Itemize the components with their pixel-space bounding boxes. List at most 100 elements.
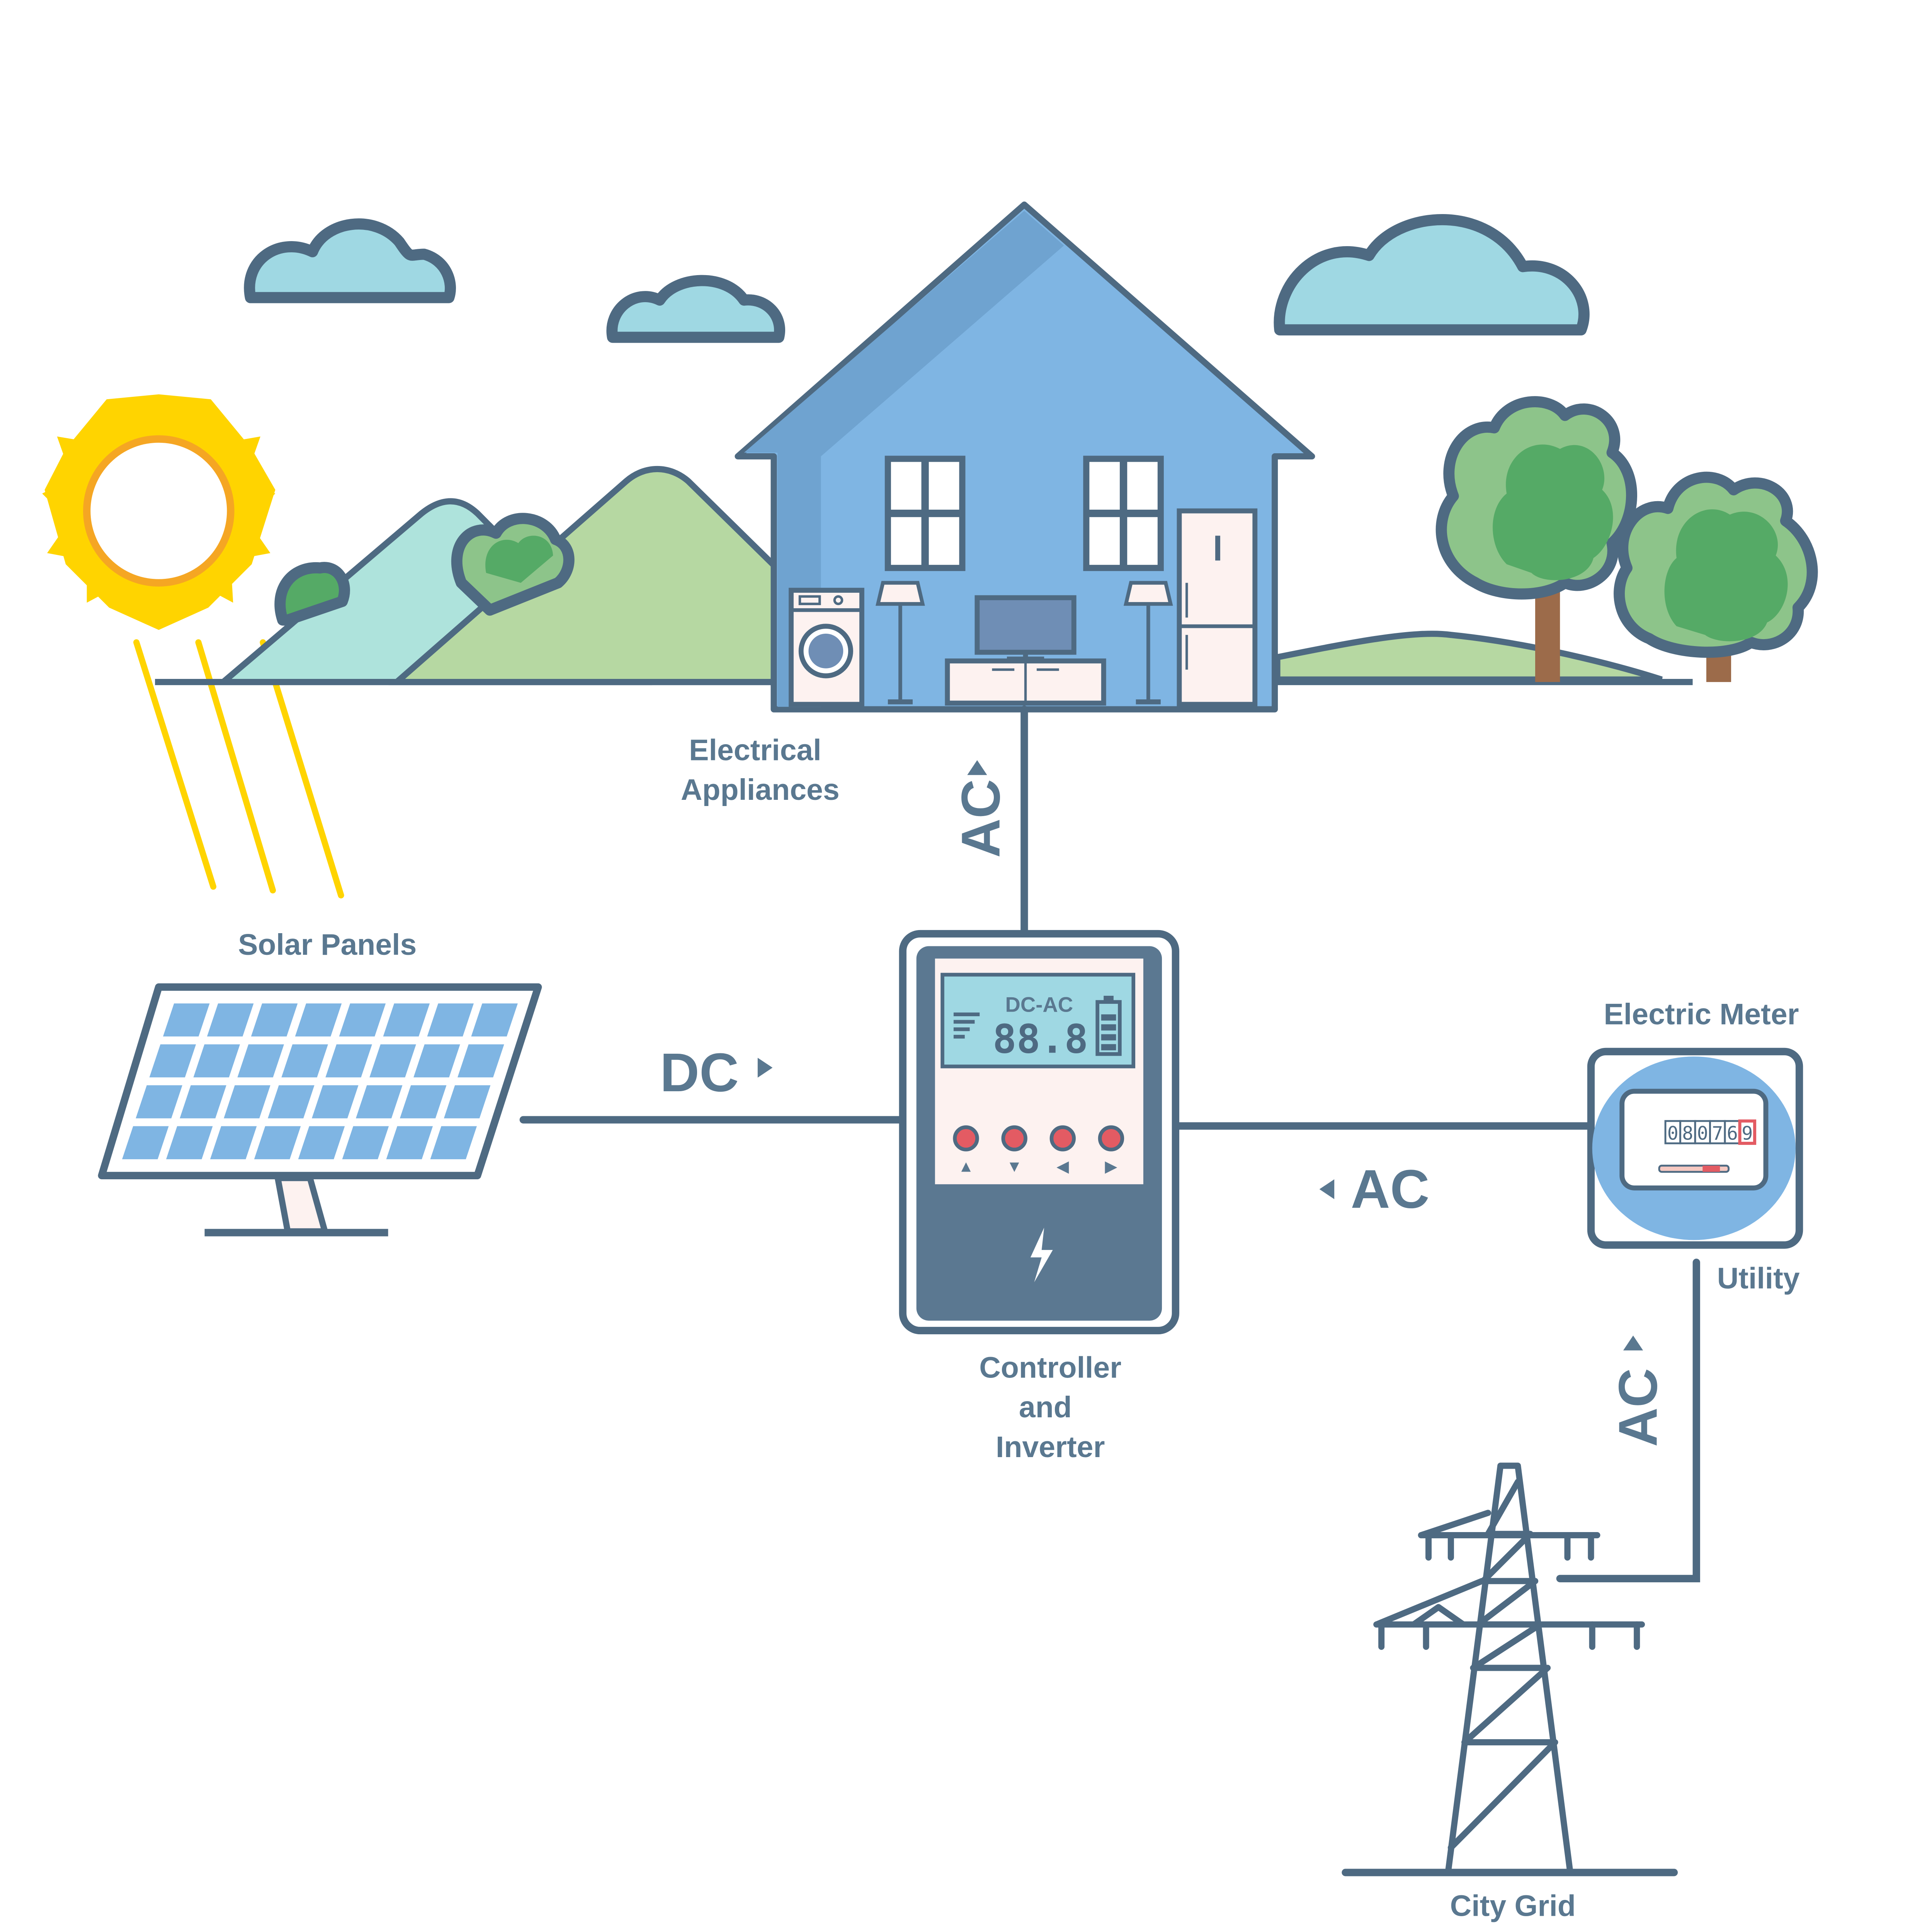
- solar-cell: [149, 1044, 196, 1078]
- battery-icon: [1095, 996, 1122, 1056]
- transmission-tower-icon: [1342, 1463, 1678, 1876]
- fridge-icon: [1177, 508, 1258, 707]
- solar-cell: [224, 1085, 270, 1119]
- solar-cell: [312, 1085, 359, 1119]
- meter-digit: 0: [1697, 1122, 1708, 1144]
- inverter-readout-text: 88.8: [993, 1017, 1088, 1063]
- arrow-up-icon: [1623, 1335, 1643, 1350]
- meter-digit-box: [1664, 1120, 1681, 1145]
- label-electrical-appliances-line1: Electrical: [689, 733, 821, 767]
- solar-cell: [237, 1044, 284, 1078]
- house-window-left: [884, 456, 966, 571]
- label-city-grid: City Grid: [1450, 1889, 1576, 1922]
- wire-meter-grid: [1556, 1259, 1700, 1582]
- sun-icon: [42, 394, 276, 630]
- meter-digit-box: [1738, 1119, 1757, 1145]
- svg-text:▼: ▼: [1007, 1157, 1022, 1175]
- label-solar-panels: Solar Panels: [238, 928, 417, 961]
- inverter-button-right[interactable]: ▶: [1098, 1125, 1124, 1175]
- cloud-middle: [606, 275, 785, 343]
- flow-dc: DC: [660, 1042, 773, 1103]
- solar-cell: [254, 1126, 301, 1160]
- solar-cell: [122, 1126, 169, 1160]
- solar-cell: [444, 1085, 491, 1119]
- solar-cell: [400, 1085, 447, 1119]
- bushes: [274, 513, 575, 626]
- solar-cell: [136, 1085, 182, 1119]
- flow-ac-meter: AC: [1319, 1158, 1430, 1219]
- solar-cell: [430, 1126, 477, 1160]
- solar-cell: [383, 1003, 430, 1037]
- flow-ac-grid: AC: [1607, 1368, 1668, 1447]
- meter-digit: 7: [1712, 1122, 1723, 1144]
- meter-digit: 0: [1667, 1122, 1679, 1144]
- solar-cell: [281, 1044, 328, 1078]
- flow-ac-grid-label: AC: [1607, 1368, 1668, 1447]
- solar-cell: [386, 1126, 433, 1160]
- meter-digit: 9: [1742, 1122, 1753, 1144]
- inverter: DC-AC 88.8 ▲: [899, 930, 1179, 1335]
- label-electric-meter: Electric Meter: [1604, 998, 1799, 1031]
- label-utility: Utility: [1717, 1262, 1800, 1295]
- arrow-right-icon: [757, 1058, 773, 1078]
- inverter-mode-text: DC-AC: [1005, 993, 1073, 1017]
- flow-ac-house: AC: [950, 779, 1011, 858]
- inverter-button-left[interactable]: ◀: [1049, 1125, 1076, 1175]
- arrow-left-icon: [1319, 1179, 1335, 1199]
- svg-text:▲: ▲: [958, 1157, 974, 1175]
- solar-cell: [251, 1003, 298, 1037]
- solar-cell: [298, 1126, 345, 1160]
- floor-lamp-left-icon: [876, 581, 925, 704]
- inverter-button-up[interactable]: ▲: [953, 1125, 979, 1175]
- meter-digit: 8: [1682, 1122, 1693, 1144]
- solar-cell: [193, 1044, 240, 1078]
- tv-stand-icon: [945, 658, 1106, 706]
- tree-left: [1435, 396, 1637, 682]
- label-controller-line3: Inverter: [996, 1430, 1105, 1464]
- house: [735, 201, 1315, 713]
- wires: [519, 706, 1700, 1582]
- flow-dc-label: DC: [660, 1042, 739, 1103]
- signal-bars-icon: [953, 1012, 980, 1039]
- solar-cell: [471, 1003, 518, 1037]
- solar-panel-cells: [122, 1003, 518, 1160]
- cloud-right: [1274, 214, 1590, 336]
- cloud-left: [244, 218, 456, 303]
- solar-cell: [166, 1126, 213, 1160]
- meter-digit-box: [1679, 1120, 1696, 1145]
- svg-text:▶: ▶: [1105, 1157, 1117, 1175]
- solar-cell: [163, 1003, 210, 1037]
- meter-digit-box: [1709, 1120, 1726, 1145]
- solar-cell: [210, 1126, 257, 1160]
- label-controller-line1: Controller: [979, 1351, 1121, 1384]
- inverter-display: DC-AC 88.8: [940, 973, 1136, 1068]
- solar-cell: [180, 1085, 226, 1119]
- solar-cell: [369, 1044, 416, 1078]
- meter-digit: 6: [1727, 1122, 1738, 1144]
- solar-cell: [268, 1085, 315, 1119]
- flow-ac-meter-label: AC: [1351, 1158, 1430, 1219]
- svg-text:◀: ◀: [1056, 1157, 1069, 1175]
- solar-cell: [207, 1003, 254, 1037]
- tv-icon: [975, 595, 1077, 660]
- floor-lamp-right-icon: [1123, 581, 1173, 704]
- lightning-bolt-icon: [1030, 1228, 1053, 1282]
- arrow-up-icon: [967, 760, 987, 775]
- solar-panel: [98, 983, 542, 1236]
- inverter-button-down[interactable]: ▼: [1001, 1125, 1027, 1175]
- solar-cell: [325, 1044, 372, 1078]
- meter-digit-box: [1694, 1120, 1711, 1145]
- label-electrical-appliances-line2: Appliances: [681, 773, 840, 806]
- washing-machine-icon: [789, 588, 864, 707]
- solar-cell: [427, 1003, 474, 1037]
- solar-cell: [342, 1126, 389, 1160]
- flow-ac-house-label: AC: [950, 779, 1011, 858]
- solar-cell: [355, 1085, 403, 1119]
- solar-cell: [295, 1003, 342, 1037]
- hills: [214, 466, 1663, 685]
- solar-cell: [413, 1044, 460, 1078]
- solar-cell: [339, 1003, 386, 1037]
